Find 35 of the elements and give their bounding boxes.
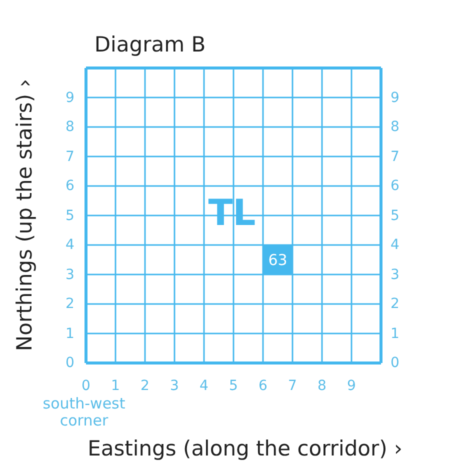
axis-number: 9 bbox=[347, 379, 356, 393]
axis-number: 8 bbox=[318, 379, 326, 393]
axis-number: 5 bbox=[66, 208, 74, 222]
axis-number: 1 bbox=[390, 326, 400, 340]
axis-number: 0 bbox=[66, 356, 74, 370]
axis-number: 0 bbox=[390, 356, 400, 370]
highlighted-square: 63 bbox=[263, 245, 292, 274]
axis-number: 0 bbox=[82, 379, 90, 393]
axis-number: 2 bbox=[140, 379, 150, 393]
axis-number: 9 bbox=[390, 90, 400, 104]
axis-number: 3 bbox=[390, 268, 400, 282]
axis-number: 2 bbox=[66, 297, 74, 311]
axis-number: 8 bbox=[390, 120, 400, 134]
axis-number: 4 bbox=[66, 238, 74, 252]
axis-title: Northings (up the stairs) › bbox=[14, 78, 36, 352]
axis-number: 7 bbox=[390, 150, 400, 164]
axis-number: 4 bbox=[200, 379, 208, 393]
axis-number: 3 bbox=[170, 379, 179, 393]
axis-number: 7 bbox=[66, 150, 74, 164]
axis-number: 5 bbox=[229, 379, 238, 393]
axis-number: 2 bbox=[390, 297, 400, 311]
diagram-title: Diagram B bbox=[94, 34, 206, 56]
axis-title: Eastings (along the corridor) › bbox=[88, 438, 402, 460]
axis-number: 1 bbox=[66, 326, 74, 340]
axis-number: 9 bbox=[66, 90, 74, 104]
axis-number: 6 bbox=[390, 179, 400, 193]
axis-number: 7 bbox=[288, 379, 297, 393]
axis-number: 6 bbox=[258, 379, 268, 393]
axis-number: 1 bbox=[111, 379, 120, 393]
axis-number: 3 bbox=[66, 268, 74, 282]
axis-number: 6 bbox=[66, 179, 74, 193]
axis-number: 8 bbox=[66, 120, 74, 134]
axis-number: 4 bbox=[390, 238, 400, 252]
origin-note: south-west corner bbox=[42, 396, 126, 428]
axis-number: 5 bbox=[390, 208, 400, 222]
